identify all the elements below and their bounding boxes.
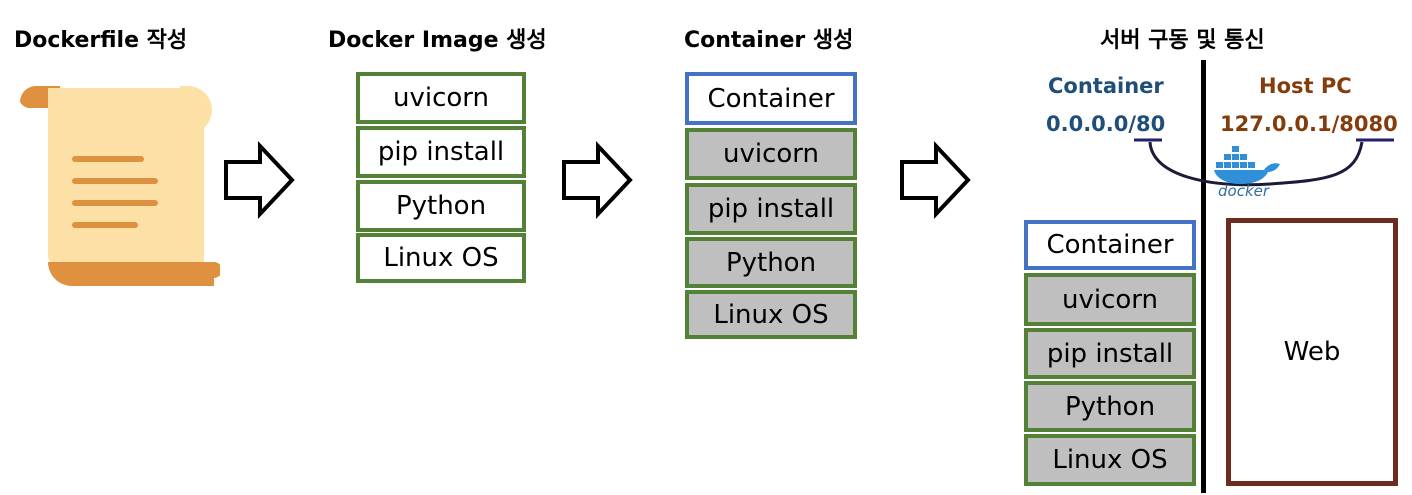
container-label: Container: [1048, 74, 1164, 98]
container-title: Container 생성: [684, 28, 854, 53]
web-box: Web: [1226, 218, 1398, 486]
arrow-right-icon: [900, 140, 971, 220]
server-layer-uvicorn: uvicorn: [1024, 273, 1196, 326]
image-title: Docker Image 생성: [328, 28, 547, 53]
container-layer-python: Python: [685, 237, 857, 288]
image-layer-pip-install: pip install: [356, 126, 526, 178]
port-mapping-connector: [1134, 138, 1394, 187]
arrow-right-icon: [562, 140, 633, 220]
arrow-right-icon: [224, 140, 295, 220]
container-layer-pip-install: pip install: [685, 183, 857, 235]
container-address: 0.0.0.0/80: [1046, 112, 1166, 136]
server-container-top-box: Container: [1024, 220, 1196, 270]
host-label: Host PC: [1259, 74, 1352, 98]
scroll-icon: [20, 86, 220, 286]
server-layer-linux-os: Linux OS: [1024, 434, 1196, 486]
image-layer-uvicorn: uvicorn: [356, 72, 526, 124]
web-label: Web: [1283, 337, 1341, 367]
host-address: 127.0.0.1/8080: [1220, 112, 1398, 136]
docker-logo-text: docker: [1218, 182, 1270, 200]
server-layer-python: Python: [1024, 381, 1196, 432]
dockerfile-title: Dockerfile 작성: [14, 28, 188, 53]
container-layer-linux-os: Linux OS: [685, 290, 857, 339]
container-layer-uvicorn: uvicorn: [685, 128, 857, 180]
server-title: 서버 구동 및 통신: [1100, 28, 1265, 53]
image-layer-python: Python: [356, 180, 526, 232]
docker-whale-icon: docker: [1214, 146, 1280, 200]
divider-line: [1201, 60, 1206, 493]
image-layer-linux-os: Linux OS: [356, 233, 526, 283]
server-layer-pip-install: pip install: [1024, 328, 1196, 379]
container-top-box: Container: [685, 72, 857, 125]
